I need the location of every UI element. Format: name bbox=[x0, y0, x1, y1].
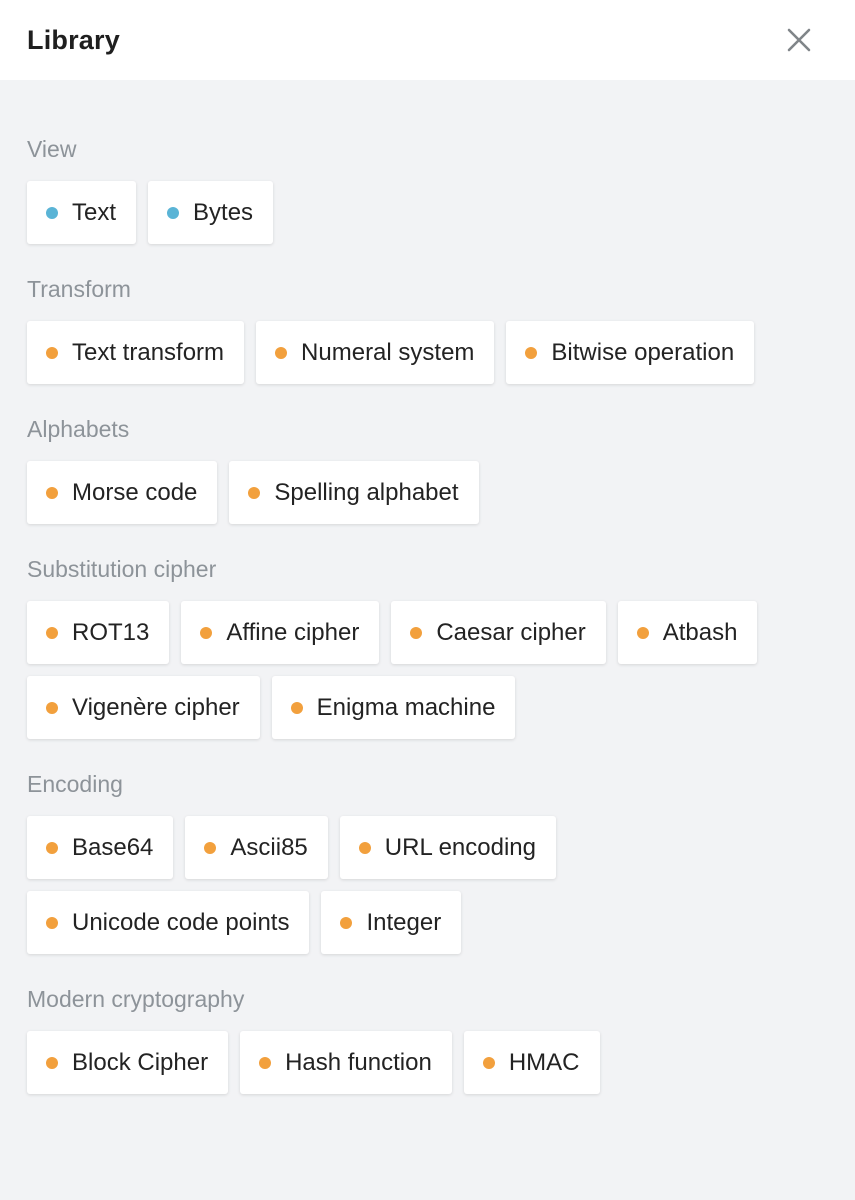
library-item-label: Base64 bbox=[72, 833, 154, 861]
library-item-label: ROT13 bbox=[72, 618, 150, 646]
chip-list: Text Bytes bbox=[27, 181, 828, 244]
library-item-label: HMAC bbox=[508, 1048, 580, 1076]
library-item-label: URL encoding bbox=[384, 833, 536, 861]
library-item-button[interactable]: Vigenère cipher bbox=[27, 676, 260, 739]
category-dot-icon bbox=[200, 626, 213, 639]
chip-list: Block Cipher Hash function HMAC bbox=[27, 1031, 828, 1094]
category-dot-icon bbox=[259, 1056, 272, 1069]
library-item-button[interactable]: URL encoding bbox=[339, 816, 556, 879]
chip-list: Morse code Spelling alphabet bbox=[27, 461, 828, 524]
library-item-label: Affine cipher bbox=[226, 618, 360, 646]
library-item-button[interactable]: Text bbox=[27, 181, 137, 244]
category-dot-icon bbox=[167, 206, 180, 219]
library-item-label: Bytes bbox=[193, 198, 254, 226]
library-item-label: Enigma machine bbox=[316, 693, 496, 721]
library-item-button[interactable]: Base64 bbox=[27, 816, 174, 879]
chip-list: Text transform Numeral system Bitwise oper… bbox=[27, 321, 828, 384]
library-item-button[interactable]: Enigma machine bbox=[271, 676, 516, 739]
category-dot-icon bbox=[525, 346, 538, 359]
library-item-label: Vigenère cipher bbox=[72, 693, 240, 721]
library-item-label: Caesar cipher bbox=[436, 618, 586, 646]
library-item-label: Ascii85 bbox=[230, 833, 308, 861]
category-dot-icon bbox=[46, 486, 58, 499]
library-item-label: Text bbox=[72, 198, 117, 226]
category-dot-icon bbox=[46, 701, 58, 714]
library-item-label: Integer bbox=[366, 908, 442, 936]
library-item-button[interactable]: Bytes bbox=[148, 181, 274, 244]
library-item-button[interactable]: HMAC bbox=[463, 1031, 600, 1094]
category-dot-icon bbox=[482, 1056, 495, 1069]
library-item-button[interactable]: Unicode code points bbox=[27, 891, 310, 954]
category-dot-icon bbox=[46, 206, 58, 219]
library-header: Library bbox=[0, 0, 855, 80]
category-dot-icon bbox=[340, 916, 353, 929]
library-item-label: Bitwise operation bbox=[551, 338, 735, 366]
category-dot-icon bbox=[275, 346, 288, 359]
section-title: Transform bbox=[27, 276, 131, 302]
close-button[interactable] bbox=[783, 24, 815, 56]
library-item-button[interactable]: Affine cipher bbox=[181, 601, 380, 664]
section-title: Encoding bbox=[27, 771, 123, 797]
library-item-button[interactable]: Hash function bbox=[240, 1031, 452, 1094]
library-item-button[interactable]: Atbash bbox=[617, 601, 758, 664]
category-dot-icon bbox=[204, 841, 217, 854]
category-dot-icon bbox=[46, 1056, 58, 1069]
library-item-label: Morse code bbox=[72, 478, 198, 506]
library-item-label: Hash function bbox=[285, 1048, 432, 1076]
library-item-button[interactable]: Integer bbox=[321, 891, 462, 954]
section-title: Modern cryptography bbox=[27, 986, 245, 1012]
section-title: Substitution cipher bbox=[27, 556, 217, 582]
category-dot-icon bbox=[636, 626, 649, 639]
page-title: Library bbox=[27, 24, 120, 55]
category-dot-icon bbox=[46, 346, 58, 359]
category-dot-icon bbox=[46, 626, 58, 639]
library-item-label: Text transform bbox=[72, 338, 225, 366]
library-item-button[interactable]: ROT13 bbox=[27, 601, 170, 664]
library-item-label: Block Cipher bbox=[72, 1048, 209, 1076]
close-icon bbox=[787, 28, 811, 52]
library-item-label: Spelling alphabet bbox=[274, 478, 459, 506]
library-item-button[interactable]: Numeral system bbox=[256, 321, 495, 384]
category-dot-icon bbox=[410, 626, 423, 639]
library-item-label: Unicode code points bbox=[72, 908, 290, 936]
library-item-button[interactable]: Block Cipher bbox=[27, 1031, 229, 1094]
category-dot-icon bbox=[46, 916, 58, 929]
library-item-button[interactable]: Caesar cipher bbox=[391, 601, 606, 664]
library-item-label: Atbash bbox=[662, 618, 738, 646]
category-dot-icon bbox=[46, 841, 58, 854]
section-title: Alphabets bbox=[27, 416, 130, 442]
category-dot-icon bbox=[358, 841, 371, 854]
library-item-button[interactable]: Bitwise operation bbox=[506, 321, 755, 384]
section-title: View bbox=[27, 136, 77, 162]
category-dot-icon bbox=[248, 486, 261, 499]
library-item-button[interactable]: Text transform bbox=[27, 321, 245, 384]
library-item-button[interactable]: Morse code bbox=[27, 461, 218, 524]
library-item-button[interactable]: Ascii85 bbox=[185, 816, 328, 879]
library-item-label: Numeral system bbox=[301, 338, 475, 366]
library-item-button[interactable]: Spelling alphabet bbox=[229, 461, 479, 524]
category-dot-icon bbox=[290, 701, 303, 714]
